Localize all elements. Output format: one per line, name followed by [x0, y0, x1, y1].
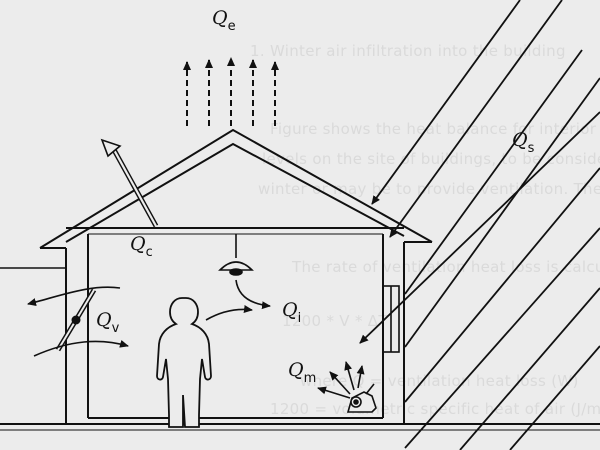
ceiling-lamp [218, 234, 254, 276]
appliance-icon [346, 383, 377, 413]
svg-text:Qm: Qm [288, 359, 316, 386]
background-text-line: levels on the site of buildings, to be c… [262, 150, 600, 168]
svg-text:Qs: Qs [512, 129, 535, 156]
ground-line [0, 423, 600, 431]
label-qc: Qc [130, 233, 153, 260]
label-qe: Qe [212, 7, 236, 34]
label-qi: Qi [282, 299, 301, 326]
svg-text:Qc: Qc [130, 233, 153, 260]
ventilation-airflow-arrows [27, 286, 129, 357]
solar-radiation-rays [359, 0, 600, 450]
label-qm: Qm [288, 359, 316, 386]
label-qv: Qv [96, 309, 120, 336]
machine-heat-arrows [317, 361, 365, 399]
background-text-line: 1200 * V * ΔT [282, 312, 388, 330]
svg-text:Qv: Qv [96, 309, 120, 336]
internal-heat-arrow [205, 279, 271, 321]
svg-text:Qi: Qi [282, 299, 301, 326]
exhaust-heat-arrows [183, 57, 279, 126]
ventilation-flap [55, 288, 97, 352]
svg-text:Qe: Qe [212, 7, 236, 34]
background-text-line: Figure shows the heat balance for interi… [270, 120, 597, 138]
background-text-line: where Q = ventilation heat loss (W) [300, 372, 579, 390]
window [382, 285, 400, 353]
house-structure [0, 128, 433, 424]
roof-conduction-arrow [100, 138, 159, 228]
background-text-line: The rate of ventilation heat loss is cal… [292, 258, 600, 276]
label-qs: Qs [512, 129, 535, 156]
person-silhouette [156, 297, 212, 428]
